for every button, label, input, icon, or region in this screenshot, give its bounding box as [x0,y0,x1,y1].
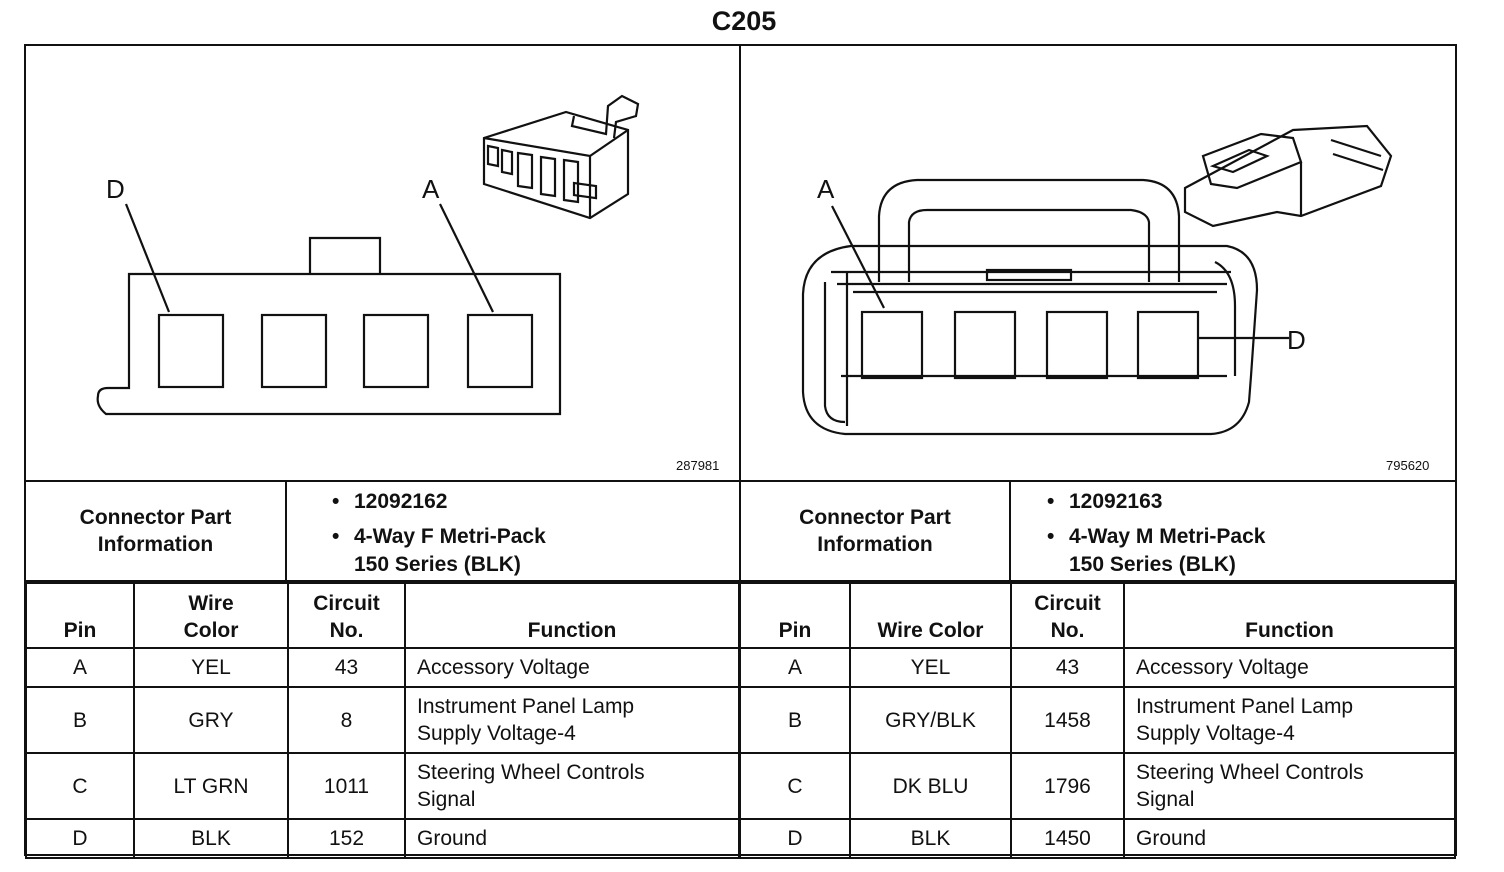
table-row: A YEL 43 Accessory Voltage [739,647,1456,688]
wire-color-cell: GRY [133,686,289,754]
wire-color-cell: DK BLU [849,752,1012,820]
part-description: 4-Way M Metri-Pack 150 Series (BLK) [1039,523,1265,579]
info-label: Connector Part Information [741,482,1011,580]
function-cell: Steering Wheel Controls Signal [404,752,740,820]
wire-color-cell: YEL [849,647,1012,688]
pin-cell: C [25,752,135,820]
female-connector-face-illustration [96,94,640,416]
circuit-cell: 8 [287,686,406,754]
table-row: D BLK 152 Ground [25,818,740,859]
part-info-list: 12092162 4-Way F Metri-Pack 150 Series (… [324,488,546,586]
right-pin-table: Pin Wire Color Circuit No. Function A YE… [739,582,1456,859]
function-cell: Steering Wheel Controls Signal [1123,752,1456,820]
pin-label-d: D [106,174,125,204]
wire-color-cell: YEL [133,647,289,688]
wire-color-cell: BLK [849,818,1012,859]
col-header-pin: Pin [739,582,851,649]
male-connector-face-illustration [801,124,1393,436]
pin-cell: A [739,647,851,688]
drawing-number: 287981 [676,458,720,473]
table-row: C LT GRN 1011 Steering Wheel Controls Si… [25,752,740,820]
circuit-cell: 1011 [287,752,406,820]
col-header-wire-color: Wire Color [133,582,289,649]
table-row: D BLK 1450 Ground [739,818,1456,859]
col-header-function: Function [1123,582,1456,649]
table-row: B GRY 8 Instrument Panel Lamp Supply Vol… [25,686,740,754]
circuit-cell: 43 [287,647,406,688]
function-cell: Accessory Voltage [404,647,740,688]
col-header-wire-color: Wire Color [849,582,1012,649]
pin-cell: C [739,752,851,820]
pin-cell: D [739,818,851,859]
wire-color-cell: BLK [133,818,289,859]
circuit-cell: 152 [287,818,406,859]
col-header-function: Function [404,582,740,649]
left-connector-drawing: D A 287981 [26,46,739,480]
table-row: B GRY/BLK 1458 Instrument Panel Lamp Sup… [739,686,1456,754]
part-info-list: 12092163 4-Way M Metri-Pack 150 Series (… [1039,488,1265,586]
pin-cell: A [25,647,135,688]
circuit-cell: 1458 [1010,686,1125,754]
part-number: 12092162 [324,488,546,516]
wire-color-cell: GRY/BLK [849,686,1012,754]
col-header-circuit: Circuit No. [287,582,406,649]
function-cell: Ground [404,818,740,859]
wire-color-cell: LT GRN [133,752,289,820]
left-part-info: Connector Part Information 12092162 4-Wa… [26,480,739,582]
pin-label-a: A [817,174,835,204]
connector-title: C205 [711,6,777,36]
pin-label-a: A [422,174,440,204]
pin-cell: D [25,818,135,859]
right-connector-drawing: A D 795620 [741,46,1455,480]
circuit-cell: 1450 [1010,818,1125,859]
drawing-number: 795620 [1386,458,1430,473]
function-cell: Instrument Panel Lamp Supply Voltage-4 [1123,686,1456,754]
pin-cell: B [25,686,135,754]
table-row: A YEL 43 Accessory Voltage [25,647,740,688]
center-divider [739,44,741,856]
right-part-info: Connector Part Information 12092163 4-Wa… [741,480,1455,582]
function-cell: Accessory Voltage [1123,647,1456,688]
info-label: Connector Part Information [26,482,287,580]
pin-cell: B [739,686,851,754]
left-pin-table: Pin Wire Color Circuit No. Function A YE… [25,582,740,859]
function-cell: Instrument Panel Lamp Supply Voltage-4 [404,686,740,754]
col-header-pin: Pin [25,582,135,649]
circuit-cell: 1796 [1010,752,1125,820]
table-row: C DK BLU 1796 Steering Wheel Controls Si… [739,752,1456,820]
part-description: 4-Way F Metri-Pack 150 Series (BLK) [324,523,546,579]
function-cell: Ground [1123,818,1456,859]
col-header-circuit: Circuit No. [1010,582,1125,649]
part-number: 12092163 [1039,488,1265,516]
pin-label-d: D [1287,325,1306,355]
circuit-cell: 43 [1010,647,1125,688]
